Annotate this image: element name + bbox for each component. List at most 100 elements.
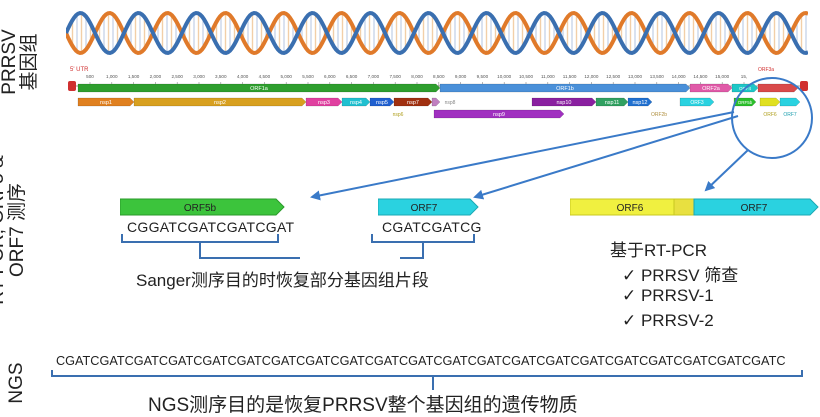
orf7-mini-bar <box>779 97 801 107</box>
nsp11-bar <box>595 97 629 107</box>
genome-tick-label: 14,000 <box>672 74 686 79</box>
genome-tick-label: 500 <box>86 74 94 79</box>
genome-tick-label: 12,500 <box>606 74 620 79</box>
genome-tick-label: 15, <box>741 74 747 79</box>
genome-tick-label: 4,500 <box>259 74 271 79</box>
nsp5-bar-label: nsp5 <box>376 100 388 106</box>
nsp8-bar <box>431 97 441 107</box>
genome-tick-label: 5,000 <box>280 74 292 79</box>
genome-end-cap <box>800 81 808 91</box>
orf6-mini-label: ORF6 <box>763 112 777 118</box>
orf2a-bar <box>689 83 733 93</box>
orf3-bar-label: ORF3 <box>690 100 704 106</box>
genome-tick-label: 6,000 <box>324 74 336 79</box>
nsp4-bar <box>341 97 371 107</box>
nsp3-bar <box>305 97 343 107</box>
orf7-mini-label: ORF7 <box>783 112 797 118</box>
orf3a-bar <box>757 83 799 93</box>
nsp1-bar-label: nsp1 <box>100 100 112 106</box>
arrow-to-orf6-orf7 <box>704 149 749 192</box>
genome-tick-label: 1,000 <box>106 74 118 79</box>
genome-tick-label: 9,000 <box>455 74 467 79</box>
orf7-sequence: CGATCGATCG <box>382 219 482 235</box>
rtpcr-title: 基于RT-PCR <box>610 241 707 260</box>
genome-tick-label: 13,000 <box>628 74 642 79</box>
nsp7-bar-label: nsp7 <box>407 100 419 106</box>
genome-tick-label: 4,000 <box>237 74 249 79</box>
nsp12-bar <box>627 97 653 107</box>
genome-tick-label: 10,000 <box>497 74 511 79</box>
nsp5-bar <box>369 97 395 107</box>
orf1b-bar <box>439 83 691 93</box>
genome-tick-label: 3,000 <box>193 74 205 79</box>
orf6-mini-bar <box>759 97 781 107</box>
orf1a-bar <box>77 83 441 93</box>
orf1a-bar-label: ORF1a <box>250 86 269 92</box>
side-label-genome: PRRSV 基因组 <box>0 22 44 102</box>
utr5-label: 5' UTR <box>70 67 89 73</box>
nsp3-bar-label: nsp3 <box>318 100 330 106</box>
genome-tick-label: 7,000 <box>368 74 380 79</box>
nsp2-bar-label: nsp2 <box>214 100 226 106</box>
nsp12-bar-label: nsp12 <box>633 100 648 106</box>
dna-helix-illustration <box>66 10 808 56</box>
ngs-caption: NGS测序目的是恢复PRRSV整个基因组的遗传物质 <box>148 395 578 416</box>
nsp6-label: nsp6 <box>393 112 404 118</box>
genome-tick-label: 12,000 <box>584 74 598 79</box>
ngs-bracket <box>51 370 803 390</box>
orf5b-mini-bar-label: ORF5b <box>738 100 753 105</box>
genome-tick-label: 8,000 <box>411 74 423 79</box>
genome-tick-label: 5,500 <box>302 74 314 79</box>
nsp9-bar-label: nsp9 <box>493 112 505 118</box>
nsp2-bar <box>133 97 307 107</box>
genome-tick-label: 11,000 <box>541 74 555 79</box>
nsp7-bar <box>393 97 433 107</box>
nsp4-bar-label: nsp4 <box>350 100 362 106</box>
sanger-brackets <box>121 234 475 259</box>
genome-tick-label: 8,500 <box>433 74 445 79</box>
arrow-to-orf5b <box>310 111 735 201</box>
orf2b-label: ORF2b <box>651 112 667 118</box>
orf2a-bar-label: ORF2a <box>702 86 721 92</box>
rtpcr-item-prrsv2: ✓ PRRSV-2 <box>622 311 714 330</box>
nsp10-bar <box>531 97 597 107</box>
orf6-orf7-block: ORF6 ORF7 <box>570 198 819 216</box>
genome-tick-label: 2,000 <box>150 74 162 79</box>
genome-tick-label: 3,500 <box>215 74 227 79</box>
side-label-genome-line2: 基因组 <box>19 33 40 91</box>
nsp1-bar <box>77 97 135 107</box>
genome-start-cap <box>68 81 76 91</box>
genome-tick-label: 7,500 <box>389 74 401 79</box>
genome-tick-label: 11,500 <box>563 74 577 79</box>
nsp8-label: nsp8 <box>445 100 456 106</box>
nsp10-bar-label: nsp10 <box>557 100 572 106</box>
nsp11-bar-label: nsp11 <box>605 100 620 106</box>
rtpcr-item-screening: ✓ PRRSV 筛查 <box>622 266 739 285</box>
orf3-bar <box>679 97 715 107</box>
orf1b-bar-label: ORF1b <box>556 86 574 92</box>
orf7b-label: ORF7 <box>741 203 768 214</box>
orf5b-block: ORF5b <box>120 198 285 216</box>
orf3a-label: ORF3a <box>758 67 774 73</box>
genome-tick-label: 10,500 <box>519 74 533 79</box>
orf7-block: ORF7 <box>378 198 479 216</box>
side-label-genome-line1: PRRSV <box>0 29 20 95</box>
arrow-to-orf7 <box>473 115 739 200</box>
orf4-bar-label: ORF4 <box>739 86 751 91</box>
rtpcr-item-prrsv1: ✓ PRRSV-1 <box>622 286 714 305</box>
genome-tick-label: 6,500 <box>346 74 358 79</box>
orf6-label: ORF6 <box>617 203 644 214</box>
genome-tick-label: 9,500 <box>477 74 489 79</box>
orf5b-label: ORF5b <box>184 203 217 214</box>
genome-tick-label: 1,500 <box>128 74 140 79</box>
sanger-caption: Sanger测序目的时恢复部分基因组片段 <box>136 271 429 290</box>
genome-tick-label: 2,500 <box>171 74 183 79</box>
genome-tick-label: 14,500 <box>693 74 707 79</box>
orf7-label: ORF7 <box>411 203 438 214</box>
orf5b-sequence: CGGATCGATCGATCGAT <box>127 219 295 235</box>
ngs-sequence: CGATCGATCGATCGATCGATCGATCGATCGATCGATCGAT… <box>56 354 786 368</box>
dna-strand-blue <box>66 10 808 56</box>
genome-tick-label: 15,000 <box>715 74 729 79</box>
genome-tick-label: 13,500 <box>650 74 664 79</box>
